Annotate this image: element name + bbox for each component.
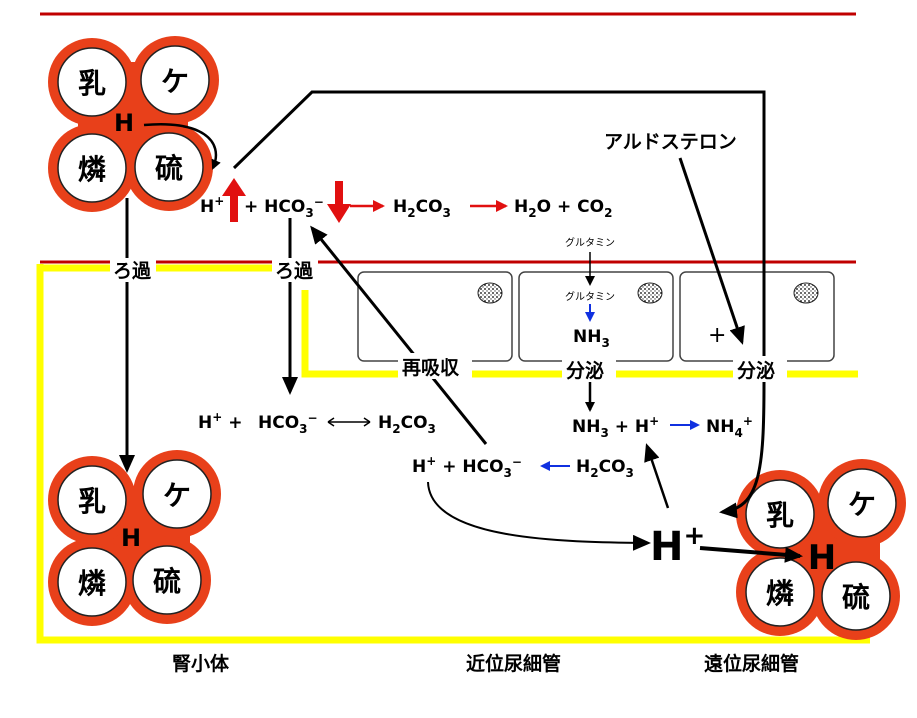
big-h-ion: H+ [650,521,705,570]
acid-label-lactate: 乳 [78,67,106,100]
h-to-big-arrow [427,481,651,551]
cell-h-bicarbonate: H+ + HCO3− [412,454,522,480]
cell-nucleus-3 [793,282,819,304]
top-h-ion: H+ [200,194,224,217]
acid-label-ketone: ケ [163,479,191,512]
cell-nucleus-2 [637,282,663,304]
acid-label-phosphate: 燐 [78,567,106,600]
distal-secretion-arrow [719,381,766,519]
lumen-h-ion: H+ + [198,410,242,433]
acid-label-phosphate: 燐 [766,577,794,610]
reabsorption-label: 再吸収 [402,357,460,379]
lumen-ammonia: NH3 + H+ [572,414,659,440]
cell-nucleus-1 [477,282,503,304]
top-bicarbonate: + HCO3− [244,195,324,220]
h-to-ammonia-arrow [644,443,670,509]
h-return-path [232,90,766,360]
tubule-yellow-inner [301,290,858,378]
glutamine-label-top: グルタミン [565,236,615,249]
acid-cluster-urine: 乳 ケ 燐 硫 H [736,459,906,640]
acid-label-sulfate: 硫 [155,152,183,185]
acid-label-phosphate: 燐 [78,153,106,186]
tubule-yellow-outline [36,264,870,644]
red-down-arrow [327,181,351,223]
top-water: H2O + CO2 [514,197,612,220]
footer-proximal-tubule: 近位尿細管 [466,652,561,675]
lumen-carbonic-acid: H2CO3 [378,413,436,436]
secretion-label-proximal: 分泌 [566,359,604,382]
hydrogen-label-large: H [808,538,836,578]
ammonium: NH4+ [706,414,753,440]
filtration-label-left: ろ過 [113,260,152,282]
acid-label-lactate: 乳 [766,499,794,532]
footer-distal-tubule: 遠位尿細管 [704,652,799,675]
h-to-urine-arrow [699,546,803,563]
footer-glomerulus: 腎小体 [172,652,230,675]
acid-label-ketone: ケ [161,65,189,98]
h-release-arrow [143,122,221,170]
aldosterone-label: アルドステロン [604,131,737,153]
aldosterone-arrow [678,157,745,345]
lumen-bicarbonate: HCO3− [258,411,318,436]
glutamine-label-cell: グルタミン [565,290,615,303]
acid-label-ketone: ケ [848,488,876,521]
top-carbonic-acid: H2CO3 [393,197,451,220]
filtration-label-mid: ろ過 [275,260,314,282]
plus-sign: + [708,323,726,348]
acid-cluster-filtrate: 乳 ケ 燐 硫 H [48,450,221,626]
acid-cluster-blood: 乳 ケ 燐 硫 H [48,36,219,212]
hydrogen-label: H [114,109,134,137]
ammonia-cell: NH3 [573,327,610,350]
cell-carbonic-acid: H2CO3 [576,457,634,480]
acid-label-lactate: 乳 [78,485,106,518]
acid-label-sulfate: 硫 [842,581,870,614]
red-up-arrow [222,178,246,222]
hydrogen-label: H [121,524,141,552]
secretion-label-distal: 分泌 [737,359,775,382]
reabsorption-arrow [310,225,488,445]
acid-label-sulfate: 硫 [153,565,181,598]
